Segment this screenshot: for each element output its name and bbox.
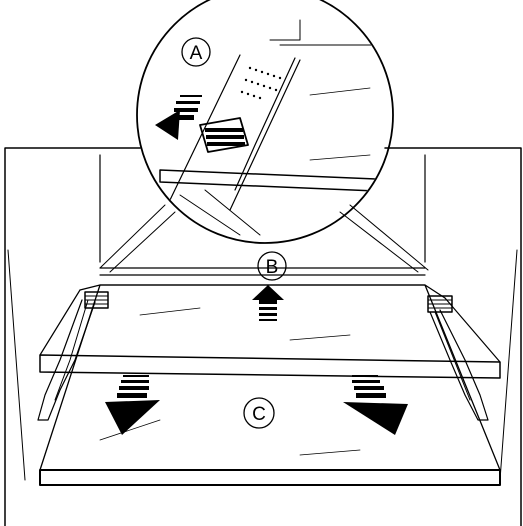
callout-c-label: C bbox=[252, 404, 266, 425]
arrow-down-right-icon bbox=[343, 375, 408, 435]
callout-b-label: B bbox=[266, 257, 279, 278]
arrow-up-icon bbox=[252, 285, 284, 321]
arrow-down-left-icon bbox=[105, 375, 160, 435]
cabinet-outline bbox=[4, 147, 522, 526]
right-bracket bbox=[427, 295, 453, 313]
detail-inset bbox=[136, 0, 394, 244]
rail-holes bbox=[240, 66, 282, 100]
callout-a-label: A bbox=[190, 43, 203, 64]
inset-arrow-icon bbox=[155, 95, 202, 140]
callout-c: C bbox=[243, 397, 275, 429]
zoom-connector bbox=[99, 204, 429, 276]
callout-a: A bbox=[181, 37, 211, 67]
left-bracket bbox=[84, 291, 109, 309]
shelf-frame-b bbox=[37, 284, 501, 421]
clip-block bbox=[199, 117, 249, 153]
callout-b: B bbox=[257, 251, 287, 281]
